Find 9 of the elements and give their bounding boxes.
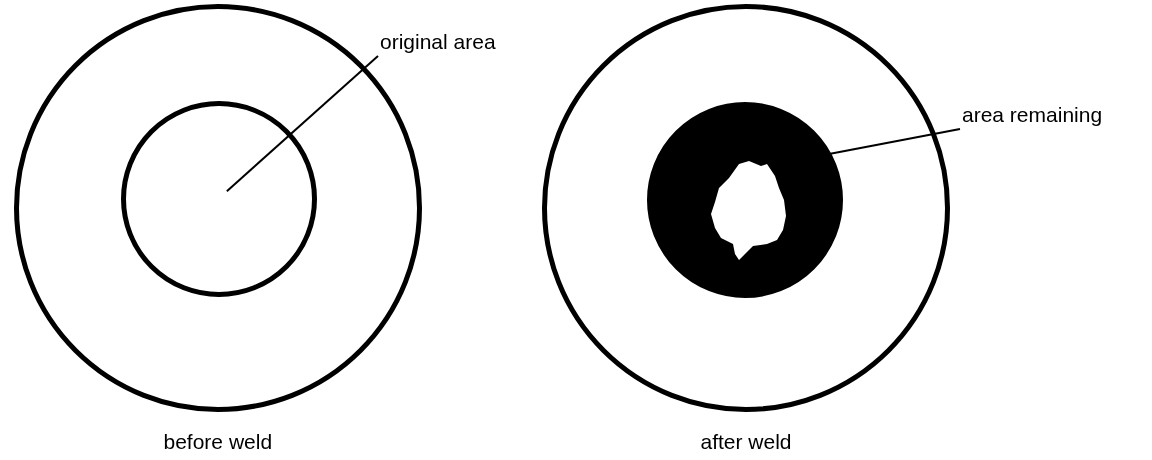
filled-disk <box>647 102 843 298</box>
leader-line <box>225 55 379 193</box>
node-label: before weld <box>163 430 273 454</box>
hole-shape <box>709 158 789 262</box>
label-text: original area <box>380 30 496 54</box>
label-text: area remaining <box>962 103 1103 127</box>
node-label: after weld <box>700 430 792 454</box>
circle-outline <box>542 4 950 412</box>
circle-outline <box>121 101 317 297</box>
